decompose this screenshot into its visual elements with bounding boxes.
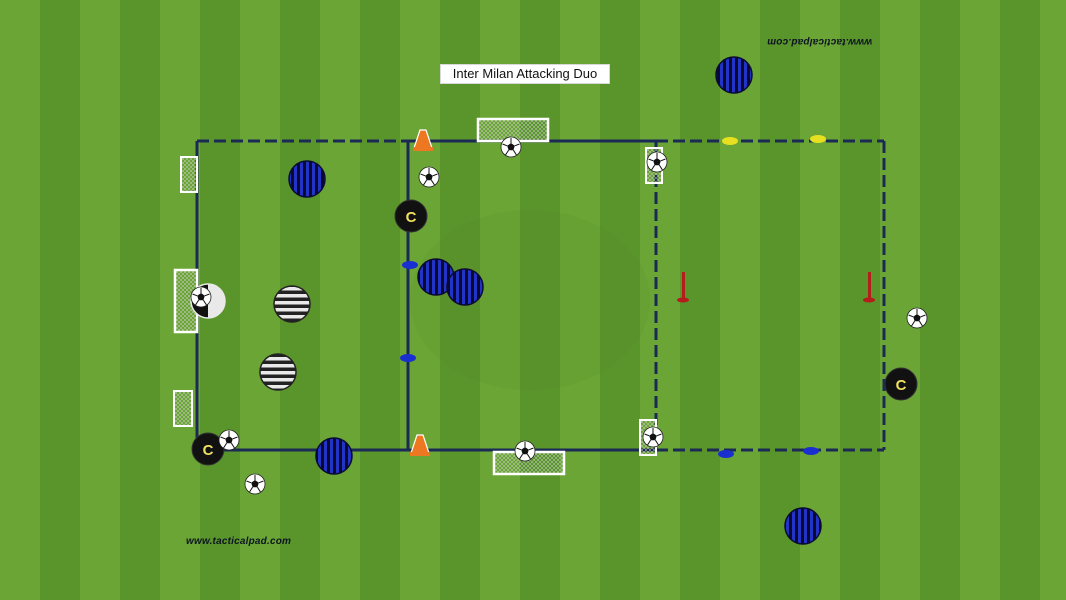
goal-icon (173, 390, 193, 427)
disc-marker-icon (722, 137, 738, 145)
juventus-player-icon (259, 353, 297, 391)
inter-player-icon (446, 268, 484, 306)
disc-marker-icon (400, 354, 416, 362)
pole-icon (863, 272, 875, 303)
cone-icon (413, 129, 433, 151)
ball-icon (418, 166, 440, 188)
inter-player-icon (315, 437, 353, 475)
watermark-bottom: www.tacticalpad.com (186, 536, 292, 547)
juventus-player-icon (273, 285, 311, 323)
field-lines (195, 139, 886, 452)
inter-player-icon (288, 160, 326, 198)
coach-icon: C (394, 199, 428, 233)
goal-icon (180, 156, 198, 193)
ball-icon (906, 307, 928, 329)
ball-icon (190, 286, 212, 308)
disc-marker-icon (402, 261, 418, 269)
pole-icon (677, 272, 689, 303)
watermark-top: www.tacticalpad.com (767, 36, 873, 47)
coach-label: C (896, 377, 907, 394)
cone-icon (410, 434, 430, 456)
disc-marker-icon (810, 135, 826, 143)
coach-icon: C (191, 432, 225, 466)
ball-icon (642, 426, 664, 448)
ball-icon (514, 440, 536, 462)
coach-label: C (406, 209, 417, 226)
disc-marker-icon (718, 450, 734, 458)
coach-label: C (203, 442, 214, 459)
field-watermark-logo (410, 210, 650, 390)
ball-icon (218, 429, 240, 451)
ball-icon (500, 136, 522, 158)
coach-icon: C (884, 367, 918, 401)
inter-player-icon (784, 507, 822, 545)
ball-icon (244, 473, 266, 495)
disc-marker-icon (803, 447, 819, 455)
diagram-title: Inter Milan Attacking Duo (440, 64, 610, 84)
ball-icon (646, 151, 668, 173)
inter-player-icon (715, 56, 753, 94)
